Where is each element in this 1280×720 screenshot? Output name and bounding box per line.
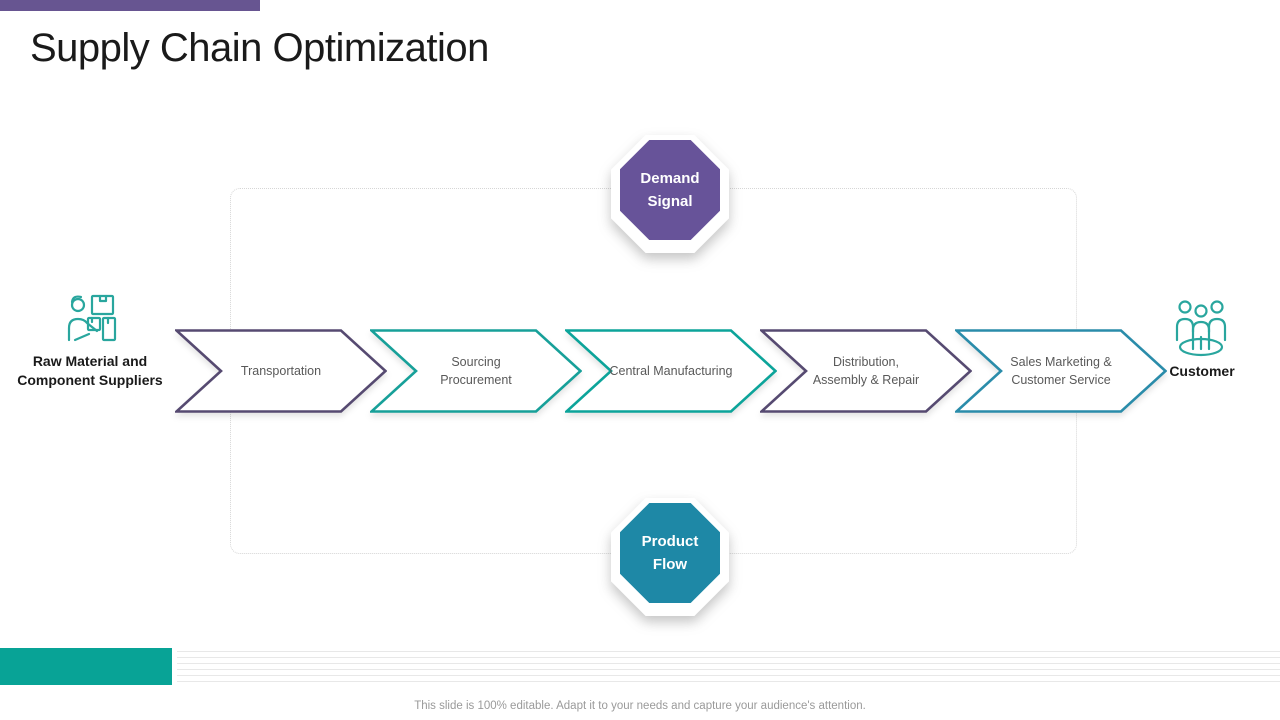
top-accent-bar bbox=[0, 0, 260, 11]
product-flow-label: Product Flow bbox=[641, 532, 699, 573]
step-sales-marketing-customer-service: Sales Marketing & Customer Service bbox=[955, 329, 1167, 413]
product-flow-badge: Product Flow bbox=[611, 498, 729, 616]
supplier-with-boxes-icon bbox=[67, 294, 117, 342]
bottom-stripes bbox=[177, 651, 1280, 684]
demand-signal-badge: Demand Signal bbox=[611, 135, 729, 253]
bottom-accent-bar bbox=[0, 648, 172, 685]
step-distribution-assembly-repair: Distribution, Assembly & Repair bbox=[760, 329, 972, 413]
step-label: Sales Marketing & Customer Service bbox=[1010, 354, 1112, 387]
demand-signal-label: Demand Signal bbox=[640, 169, 700, 210]
footer-note: This slide is 100% editable. Adapt it to… bbox=[414, 700, 866, 712]
step-label: Transportation bbox=[240, 363, 322, 378]
step-central-manufacturing: Central Manufacturing bbox=[565, 329, 777, 413]
step-label: Distribution, Assembly & Repair bbox=[812, 354, 920, 387]
step-label: Central Manufacturing bbox=[609, 363, 733, 378]
customer-group-icon bbox=[1175, 300, 1227, 357]
left-node-label: Raw Material and Component Suppliers bbox=[17, 353, 163, 388]
step-label: Sourcing Procurement bbox=[440, 354, 512, 387]
step-sourcing-procurement: Sourcing Procurement bbox=[370, 329, 582, 413]
step-transportation: Transportation bbox=[175, 329, 387, 413]
right-node-label: Customer bbox=[1169, 363, 1235, 379]
slide-title: Supply Chain Optimization bbox=[30, 26, 489, 70]
